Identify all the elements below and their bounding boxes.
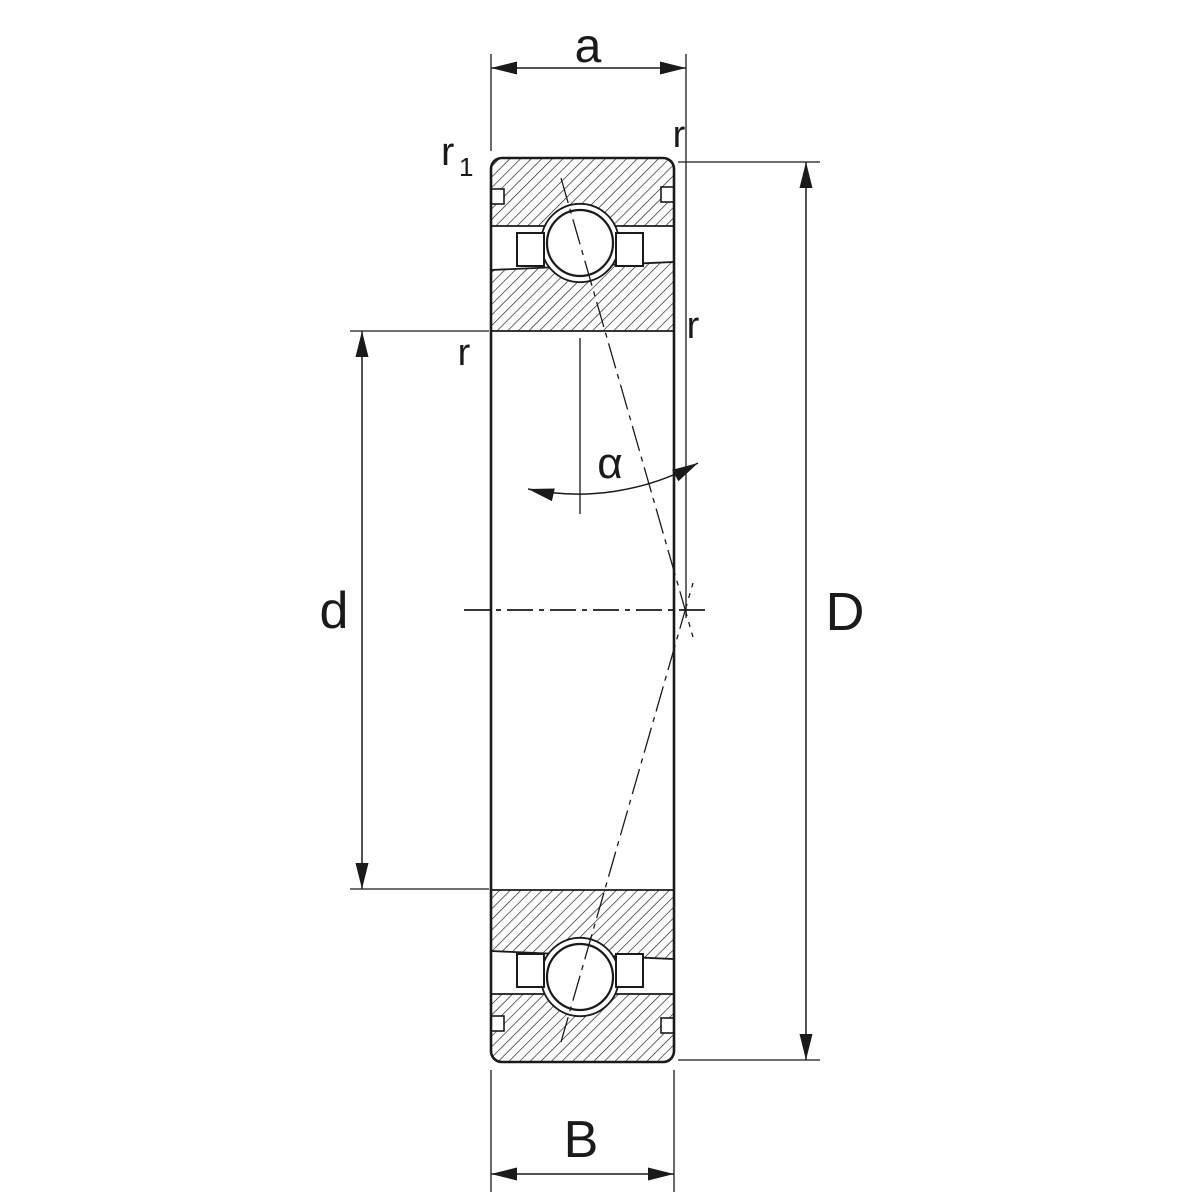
dimension-D bbox=[678, 161, 820, 1061]
dimension-arrow bbox=[660, 61, 686, 75]
alpha-arrow-left bbox=[528, 488, 555, 502]
label-r-inner-left: r bbox=[458, 332, 471, 374]
label-r1: r 1 bbox=[441, 130, 473, 182]
cage-segment bbox=[615, 953, 644, 988]
cage-top bbox=[516, 232, 644, 267]
dimension-B bbox=[490, 1070, 675, 1192]
dimension-arrow bbox=[491, 1167, 517, 1181]
alpha-arrow-right bbox=[672, 463, 698, 482]
label-r-inner-right: r bbox=[687, 305, 700, 347]
contact-angle-arc bbox=[527, 462, 699, 502]
cage-bottom bbox=[516, 953, 644, 988]
label-contact-angle-alpha: α bbox=[597, 439, 622, 488]
dimension-arrow bbox=[355, 863, 369, 889]
label-r1-base: r bbox=[441, 130, 454, 174]
dimension-arrow bbox=[799, 1034, 813, 1060]
outer-raceway-arc-bottom bbox=[540, 983, 620, 1017]
cage-segment bbox=[516, 232, 545, 267]
label-dimension-a: a bbox=[575, 20, 602, 73]
dimension-arrow bbox=[491, 61, 517, 75]
dimension-arrow bbox=[355, 331, 369, 357]
contact-line-bottom bbox=[560, 582, 694, 1043]
cage-segment bbox=[615, 232, 644, 267]
bearing-outline bbox=[489, 156, 676, 1064]
dimension-arrow bbox=[799, 162, 813, 188]
label-dimension-B: B bbox=[564, 1111, 599, 1169]
seal-groove-bottom-right bbox=[660, 1017, 675, 1034]
seal-groove-top-left bbox=[490, 188, 505, 205]
cage-segment bbox=[516, 953, 545, 988]
dimension-d bbox=[350, 330, 489, 890]
label-dimension-D: D bbox=[826, 582, 865, 642]
label-r-top-right: r bbox=[673, 114, 686, 156]
outer-raceway-arc-top bbox=[540, 203, 620, 237]
dimension-a bbox=[490, 54, 687, 618]
seal-groove-top-right bbox=[660, 186, 675, 203]
inner-raceway-arc-bottom bbox=[540, 937, 620, 971]
contact-line-top bbox=[560, 177, 694, 638]
inner-raceway-arc-top bbox=[540, 249, 620, 283]
dimension-arrow bbox=[648, 1167, 674, 1181]
label-r1-subscript: 1 bbox=[459, 152, 473, 182]
seal-groove-bottom-left bbox=[490, 1015, 505, 1032]
label-dimension-d: d bbox=[320, 582, 349, 640]
